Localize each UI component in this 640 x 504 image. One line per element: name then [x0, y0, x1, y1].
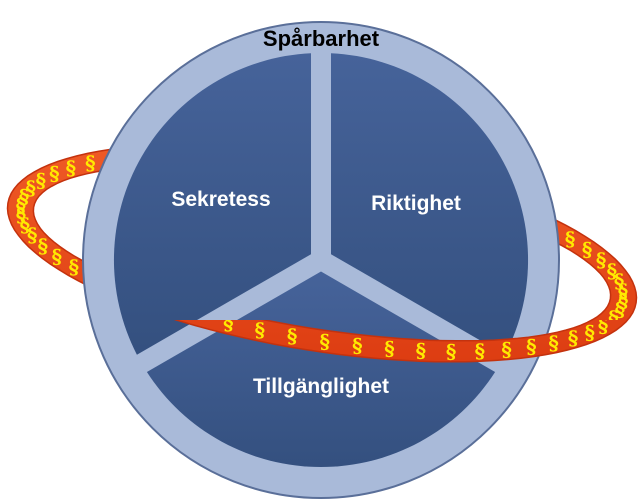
ring-symbol: § [38, 234, 48, 258]
ring-symbol: § [27, 223, 37, 247]
ring-symbol: § [85, 151, 95, 175]
ring-symbol: § [501, 337, 511, 361]
ring-symbol: § [66, 156, 76, 180]
label-sekretess: Sekretess [171, 188, 270, 211]
segment-tillganglighet [146, 271, 496, 468]
ring-symbol: § [384, 337, 394, 361]
ring-symbol: § [223, 311, 233, 335]
ring-band-front [173, 320, 629, 363]
ring-symbol: § [614, 269, 624, 293]
label-riktighet: Riktighet [371, 192, 461, 215]
ring-symbol: § [548, 331, 558, 355]
ring-symbol: § [608, 306, 618, 330]
ring-symbol: § [615, 298, 625, 322]
ring-symbol: § [598, 314, 608, 338]
ring-symbol: § [352, 334, 362, 358]
label-tillganglighet: Tillgänglighet [253, 375, 389, 398]
ring-symbol: § [582, 238, 592, 262]
ring-symbol: § [16, 193, 26, 217]
ring-symbol: § [584, 320, 594, 344]
segment-riktighet [331, 53, 529, 355]
ring-symbol: § [618, 289, 628, 313]
ring-symbol: § [446, 339, 456, 363]
ring-symbol: § [36, 168, 46, 192]
ring-symbol: § [526, 335, 536, 359]
ring-symbol: § [568, 326, 578, 350]
label-sparbarhet: Spårbarhet [263, 26, 380, 51]
ring-symbol: § [25, 176, 35, 200]
ring-symbol: § [16, 203, 26, 227]
ring-symbol: § [52, 244, 62, 268]
ring-symbol: § [69, 255, 79, 279]
ring-symbol: § [618, 279, 628, 303]
ring-symbol: § [596, 248, 606, 272]
ring-symbols-front: §§§§§§§§§§§§§§§ [223, 311, 608, 363]
ring-symbol: § [19, 184, 29, 208]
ring-front-half: §§§§§§§§§§§§§§§ [173, 311, 629, 363]
ring-symbol: § [416, 339, 426, 363]
ring-symbol: § [49, 162, 59, 186]
segment-sekretess [113, 53, 311, 355]
ring-symbol: § [319, 329, 329, 353]
ring-symbol: § [20, 213, 30, 237]
ring-symbol: § [255, 318, 265, 342]
ring-symbol: § [607, 259, 617, 283]
ring-symbol: § [565, 227, 575, 251]
ring-symbol: § [475, 339, 485, 363]
ring-symbol: § [287, 324, 297, 348]
